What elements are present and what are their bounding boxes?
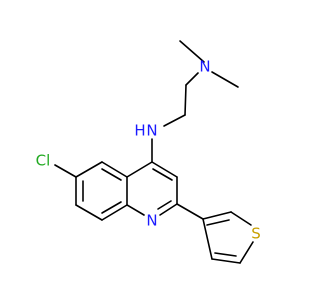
amine-nitrogen-label: N [199, 58, 210, 76]
bond-n-ch2a [185, 72, 199, 86]
chlorine-label: Cl [36, 152, 51, 170]
bond-th5-th4-double [214, 252, 237, 257]
bond-c2-thienyl [176, 203, 204, 220]
bond-c2-n1-double [157, 200, 172, 210]
bond-c4a-c5-double [101, 168, 122, 181]
bond-c4a-c5 [101, 161, 128, 178]
bond-th3-th2 [202, 211, 232, 220]
bond-ch2a-ch2b [184, 84, 187, 116]
bond-c8-c8a [101, 204, 128, 221]
bond-c4a-c4 [126, 161, 153, 178]
nh-hydrogen-label: H [134, 122, 145, 140]
bond-c8-c8a-double [101, 201, 122, 214]
bond-c7-c8 [75, 204, 103, 221]
bond-ch2b-nh [163, 114, 186, 127]
bond-th5-th4 [211, 258, 241, 264]
sulfur-label: S [251, 225, 261, 243]
bond-c4-c3-double [152, 168, 173, 181]
bond-n1-c8a [126, 204, 145, 216]
structure-drawing: N N H N Cl S [36, 40, 261, 264]
molecule-canvas: N N H N Cl S [35, 40, 261, 264]
quinoline-nitrogen-label: N [146, 212, 157, 230]
bond-c2-n1 [159, 203, 178, 216]
nh-nitrogen-label: N [146, 122, 157, 140]
bond-th3-th2-double [206, 219, 230, 226]
bond-th2-s [230, 211, 252, 226]
bond-n-me2 [211, 71, 239, 88]
bond-c6-cl [54, 164, 77, 178]
bond-th4-th3 [202, 218, 213, 260]
bond-c4-c3 [151, 161, 178, 178]
bond-s-th5 [239, 241, 254, 264]
bond-me1-n [179, 40, 205, 63]
bond-c5-c6 [75, 161, 103, 178]
